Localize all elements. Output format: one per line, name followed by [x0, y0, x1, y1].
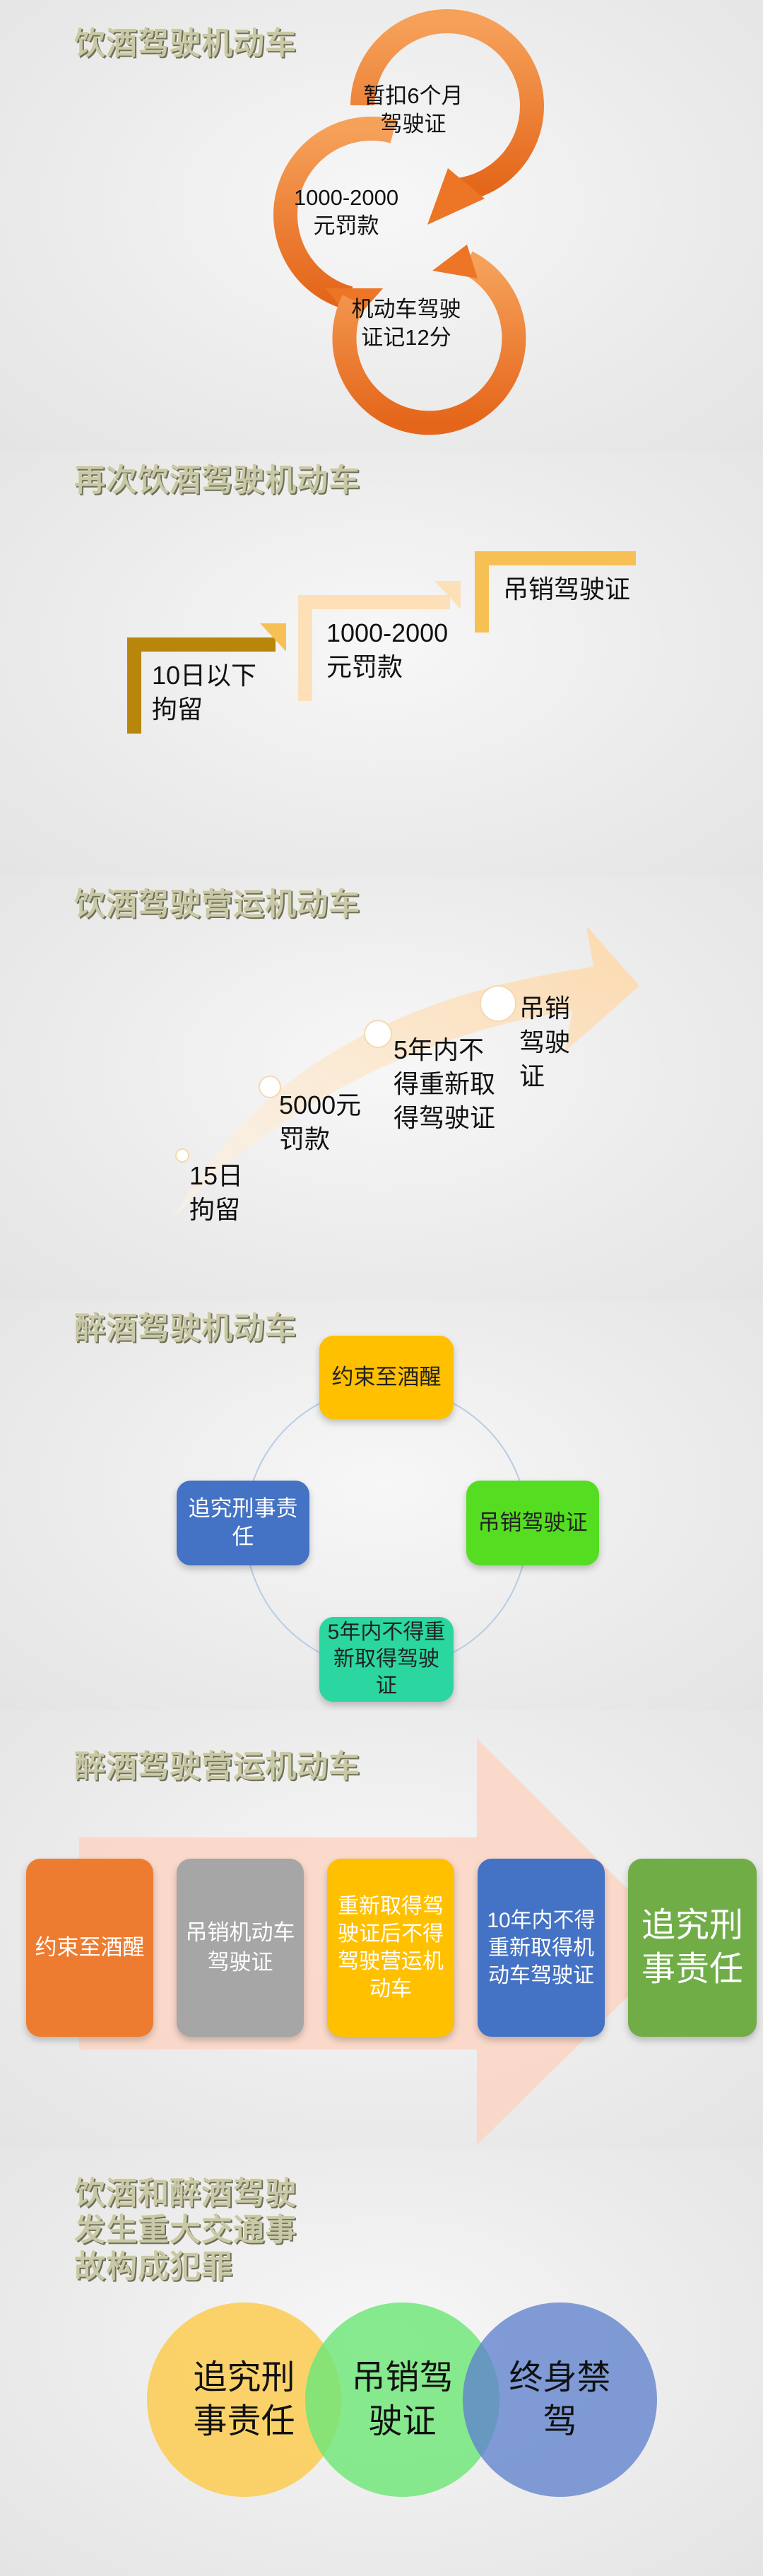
step-2-bar-horizontal — [298, 595, 450, 609]
venn-label: 吊销驾驶证 — [351, 2358, 454, 2440]
process-box-2: 吊销机动车驾驶证 — [177, 1859, 304, 2037]
step-1-corner — [260, 623, 286, 652]
venn-label: 终身禁驾 — [509, 2358, 611, 2440]
ring-label-2: 1000-2000元罚款 — [293, 185, 399, 238]
node-label: 追究刑事责任 — [188, 1496, 298, 1549]
step-3-bar-vertical — [475, 551, 489, 633]
process-label: 重新取得驾驶证后不得驾驶营运机动车 — [338, 1895, 444, 2001]
process-label: 10年内不得重新取得机动车驾驶证 — [487, 1908, 596, 1987]
section-serious-accident: 饮酒和醉酒驾驶 发生重大交通事 故构成犯罪 追究刑事责任 吊销驾驶证 终身禁驾 — [0, 2148, 763, 2576]
venn-circle-3: 终身禁驾 — [463, 2302, 657, 2497]
process-label: 追究刑事责任 — [641, 1907, 743, 1988]
growth-arrow-diagram — [173, 926, 639, 1219]
point-label-4: 吊销驾驶证 — [519, 994, 571, 1090]
section-repeat-drink-driving: 再次饮酒驾驶机动车 10日以下拘留 1000-2000元罚款 吊销驾驶证 — [0, 452, 763, 876]
point-label-2: 5000元罚款 — [279, 1090, 362, 1153]
node-top: 约束至酒醒 — [319, 1336, 454, 1419]
step-label-2: 1000-2000元罚款 — [326, 618, 449, 681]
node-label: 吊销驾驶证 — [478, 1510, 588, 1535]
section-drink-driving-commercial: 饮酒驾驶营运机动车 15日拘留 5000元罚款 5年内不得重新取得驾驶证 吊销驾… — [0, 876, 763, 1300]
step-1-bar-vertical — [127, 637, 141, 734]
ring-label-1: 暂扣6个月驾驶证 — [363, 83, 463, 136]
step-2-bar-vertical — [298, 595, 312, 701]
arrow-head-3 — [432, 245, 478, 278]
step-2-corner — [434, 581, 461, 609]
venn-label: 追究刑事责任 — [193, 2358, 295, 2440]
node-label: 约束至酒醒 — [331, 1365, 442, 1389]
title-line: 发生重大交通事 — [74, 2212, 297, 2248]
arrow-ring-3 — [332, 251, 526, 435]
node-label: 5年内不得重新取得驾驶证 — [327, 1621, 446, 1698]
process-box-5: 追究刑事责任 — [628, 1859, 757, 2037]
growth-arrow — [173, 926, 639, 1219]
node-left: 追究刑事责任 — [177, 1481, 309, 1565]
step-label-1: 10日以下拘留 — [152, 661, 257, 724]
title-line: 饮酒和醉酒驾驶 — [74, 2175, 297, 2211]
venn-circle-2: 吊销驾驶证 — [305, 2302, 499, 2497]
step-1-bar-horizontal — [127, 637, 276, 652]
point-1 — [175, 1148, 189, 1163]
section-title: 再次饮酒驾驶机动车 — [74, 462, 360, 498]
process-label: 吊销机动车驾驶证 — [185, 1920, 295, 1975]
ring-label-3: 机动车驾驶证记12分 — [351, 297, 461, 350]
process-label: 约束至酒醒 — [35, 1935, 145, 1960]
step-label-3: 吊销驾驶证 — [503, 575, 631, 604]
node-bottom: 5年内不得重新取得驾驶证 — [319, 1617, 454, 1702]
point-label-3: 5年内不得重新取得驾驶证 — [394, 1035, 496, 1132]
section-title: 饮酒驾驶营运机动车 — [74, 886, 360, 922]
step-3-bar-horizontal — [475, 551, 636, 565]
node-right: 吊销驾驶证 — [466, 1481, 599, 1565]
section-title: 醉酒驾驶机动车 — [74, 1310, 297, 1346]
process-box-1: 约束至酒醒 — [26, 1859, 153, 2037]
process-box-3: 重新取得驾驶证后不得驾驶营运机动车 — [327, 1859, 454, 2037]
point-label-1: 15日拘留 — [189, 1161, 244, 1224]
title-line: 故构成犯罪 — [74, 2249, 233, 2285]
point-2 — [259, 1076, 281, 1098]
section-title: 饮酒驾驶机动车 — [74, 25, 297, 61]
arrow-head-1 — [427, 168, 485, 225]
circular-arrows-diagram — [273, 9, 544, 435]
arrow-ring-1 — [350, 9, 544, 203]
arrow-ring-2 — [273, 117, 397, 310]
point-4 — [480, 985, 516, 1022]
section-title: 饮酒和醉酒驾驶 发生重大交通事 故构成犯罪 — [74, 2175, 297, 2286]
point-3 — [364, 1020, 392, 1048]
step-diagram — [127, 551, 636, 734]
section-drink-driving: 饮酒驾驶机动车 暂扣6个月驾驶证 1000-2000元罚款 机动车驾驶证记12分 — [0, 0, 763, 452]
section-drunk-driving: 醉酒驾驶机动车 约束至酒醒 吊销驾驶证 5年内不得重新取得驾驶证 追究刑事责任 — [0, 1300, 763, 1710]
section-title: 醉酒驾驶营运机动车 — [74, 1748, 360, 1784]
process-box-4: 10年内不得重新取得机动车驾驶证 — [478, 1859, 605, 2037]
section-drunk-driving-commercial: 醉酒驾驶营运机动车 约束至酒醒 吊销机动车驾驶证 重新取得驾驶证后不得驾驶营运机… — [0, 1710, 763, 2148]
